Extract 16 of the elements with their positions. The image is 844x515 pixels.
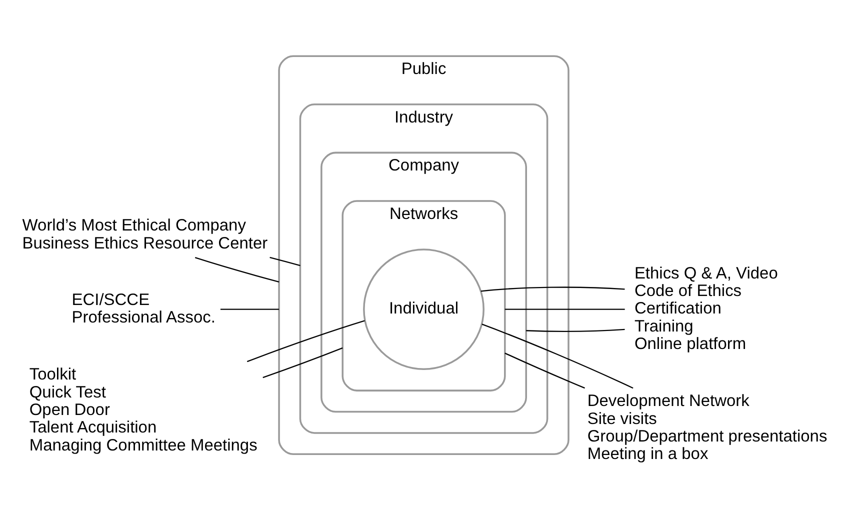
connector xyxy=(526,328,625,332)
connector xyxy=(262,347,343,378)
connector xyxy=(480,286,625,292)
connector xyxy=(482,324,634,389)
node-text: Ethics Q & A, Video Code of Ethics Certification Training Online platform xyxy=(634,264,778,353)
node-text: Development Network Site visits Group/Department presentations Meeting in a box xyxy=(587,392,828,464)
node-text: ECI/SCCE Professional Assoc. xyxy=(72,290,216,327)
connector xyxy=(504,308,625,310)
node-text: Toolkit Quick Test Open Door Talent Acquisition Managing Committee Meetings xyxy=(29,366,258,454)
connector xyxy=(220,308,280,310)
node-text: World’s Most Ethical Company Business Ethics Resource Center xyxy=(22,216,268,252)
connector xyxy=(246,320,365,362)
connector xyxy=(504,352,585,389)
node-circle: Individual xyxy=(363,248,484,370)
connector xyxy=(270,256,300,266)
connector xyxy=(194,257,280,282)
